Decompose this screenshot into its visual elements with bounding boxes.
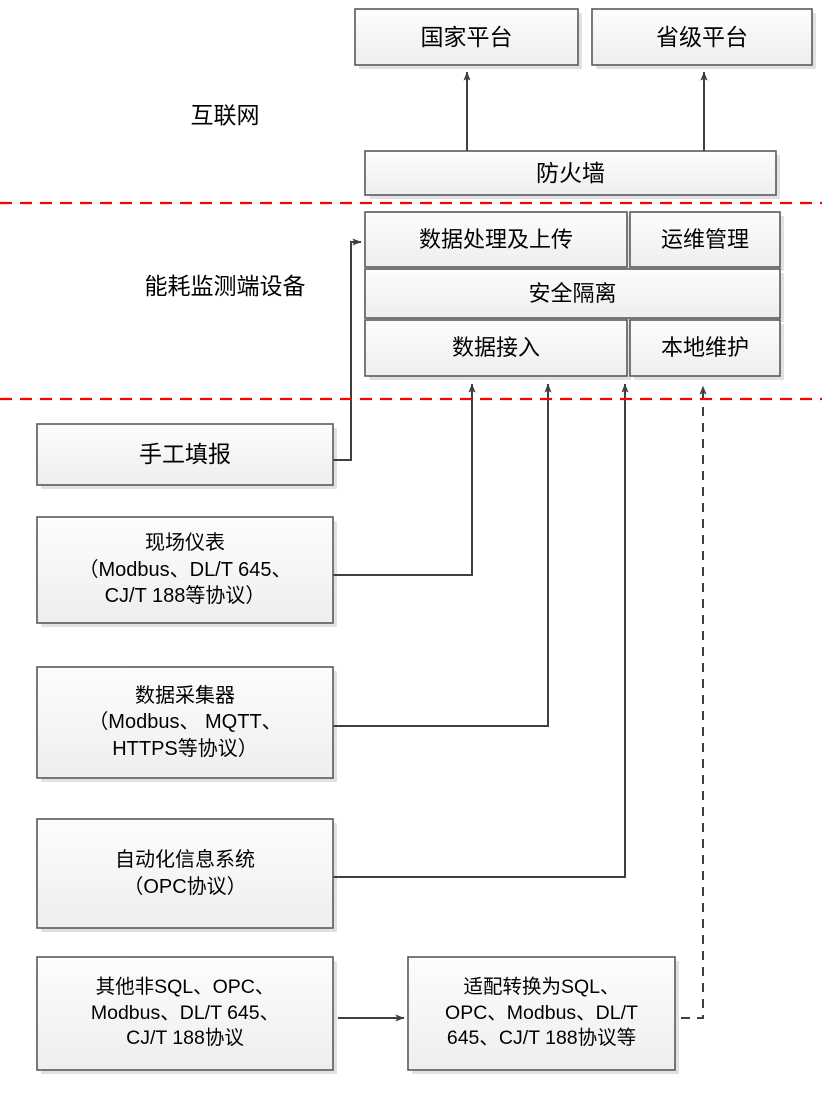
zone-dividers xyxy=(0,201,822,401)
provincial-platform-box xyxy=(591,8,813,66)
local-maintenance-box xyxy=(629,319,781,377)
connector-meter-to-access xyxy=(333,383,476,576)
box-outlines xyxy=(36,8,813,1071)
data-process-upload-box xyxy=(364,211,628,268)
field-meter-box xyxy=(36,516,334,624)
connector-collector-to-access xyxy=(333,383,552,727)
manual-entry-box xyxy=(36,423,334,486)
firewall-box xyxy=(364,150,777,196)
connector-manual-to-process xyxy=(333,238,362,461)
connector-adapter-to-local-maintenance xyxy=(681,385,707,1019)
zone-label-internet: 互联网 xyxy=(190,102,260,128)
data-collector-box xyxy=(36,666,334,779)
ops-management-box xyxy=(629,211,781,268)
protocol-adapter-box xyxy=(407,956,676,1071)
national-platform-box xyxy=(354,8,579,66)
connectors xyxy=(333,71,708,1022)
automation-system-box xyxy=(36,818,334,929)
other-protocols-box xyxy=(36,956,334,1071)
data-access-box xyxy=(364,319,628,377)
zone-label-edge-device: 能耗监测端设备 xyxy=(144,273,306,299)
connector-automation-to-access xyxy=(333,383,629,878)
security-isolation-box xyxy=(364,268,781,319)
